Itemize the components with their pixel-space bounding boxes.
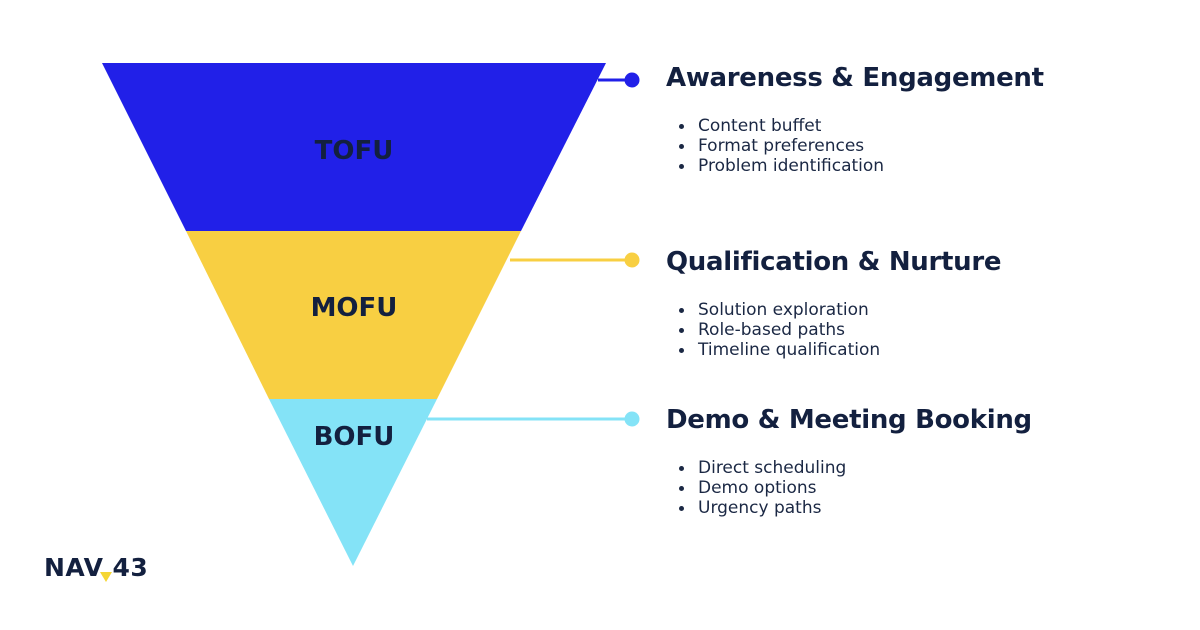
logo-text-left: NAV [44, 553, 104, 582]
stage-title-bofu: Demo & Meeting Booking [666, 405, 1032, 435]
funnel-bofu-segment [269, 399, 437, 566]
funnel-mofu-segment [186, 231, 521, 399]
funnel-label-mofu: MOFU [311, 293, 398, 323]
logo-text-right: 43 [112, 553, 149, 582]
connector-dot-mofu [624, 252, 640, 268]
stage-title-tofu: Awareness & Engagement [666, 63, 1044, 93]
list-item: Content buffet [679, 116, 1166, 136]
stage-title-mofu: Qualification & Nurture [666, 247, 1002, 277]
nav43-logo: NAV 43 [44, 553, 148, 582]
list-item: Demo options [679, 478, 1166, 498]
list-item: Solution exploration [679, 300, 1166, 320]
list-item: Format preferences [679, 136, 1166, 156]
stage-bullets-bofu: Direct scheduling Demo options Urgency p… [666, 458, 1166, 518]
list-item: Timeline qualification [679, 340, 1166, 360]
list-item: Role-based paths [679, 320, 1166, 340]
list-item: Problem identification [679, 156, 1166, 176]
connector-dot-tofu [624, 72, 640, 88]
stage-bullets-mofu: Solution exploration Role-based paths Ti… [666, 300, 1166, 360]
connector-dot-bofu [624, 411, 640, 427]
stage-bullets-tofu: Content buffet Format preferences Proble… [666, 116, 1166, 176]
stage-bofu-details: Demo & Meeting Booking Direct scheduling… [666, 404, 1166, 518]
funnel-label-bofu: BOFU [314, 422, 395, 452]
stage-mofu-details: Qualification & Nurture Solution explora… [666, 246, 1166, 360]
funnel-tofu-segment [102, 63, 606, 231]
list-item: Direct scheduling [679, 458, 1166, 478]
funnel-label-tofu: TOFU [315, 136, 394, 166]
stage-tofu-details: Awareness & Engagement Content buffet Fo… [666, 62, 1166, 176]
list-item: Urgency paths [679, 498, 1166, 518]
